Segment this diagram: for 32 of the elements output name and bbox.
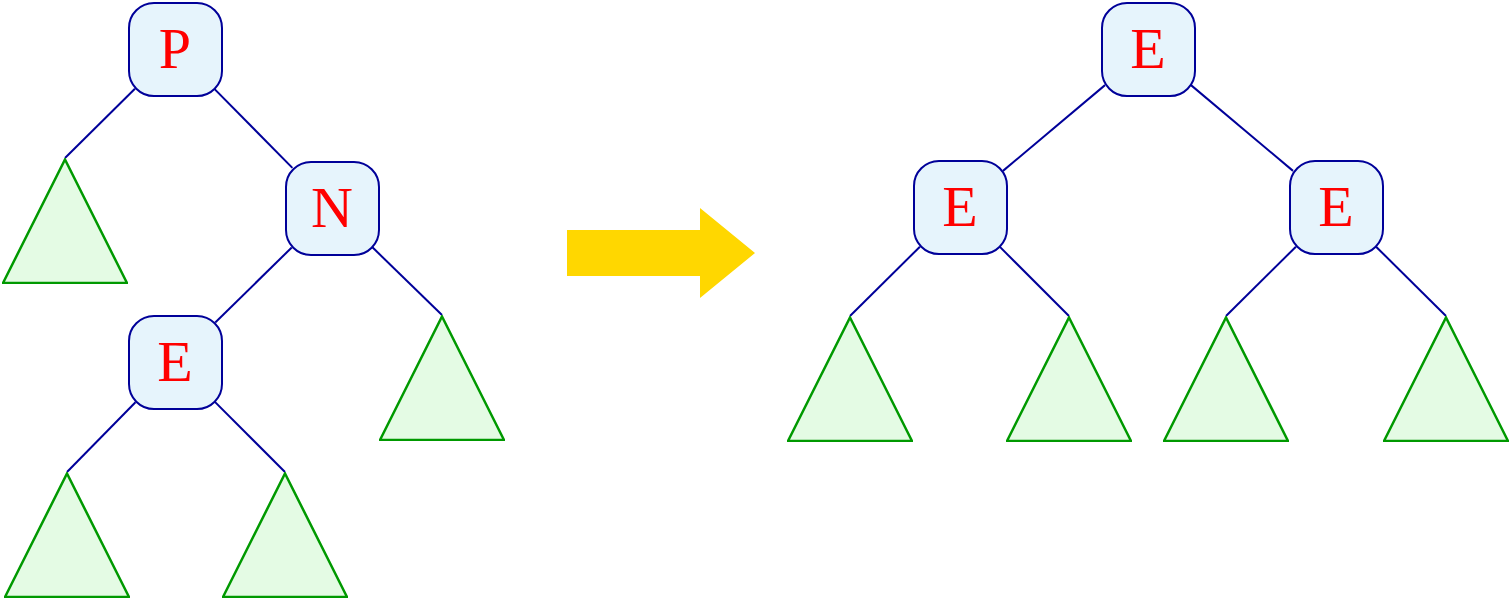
tree-edge [371, 246, 443, 316]
tree-edge [213, 400, 286, 473]
subtree-triangle [787, 316, 913, 442]
subtree-triangle [222, 472, 348, 598]
tree-node [127, 314, 223, 410]
tree-edge [1002, 84, 1106, 172]
subtree-triangle [1383, 316, 1509, 442]
tree-node [127, 1, 223, 97]
subtree-triangle [2, 158, 128, 284]
node-letter: E [1318, 178, 1354, 236]
subtree-triangle [1006, 316, 1132, 442]
tree-node [1100, 1, 1196, 97]
subtree-triangle [379, 315, 505, 441]
subtree-triangle [4, 472, 130, 598]
tree-edge [998, 245, 1070, 317]
tree-edge [64, 87, 136, 159]
tree-edge [1190, 84, 1294, 172]
node-letter: E [1130, 20, 1166, 78]
tree-edge [66, 401, 137, 473]
tree-edge [213, 88, 294, 169]
tree-node [284, 160, 380, 256]
node-letter: E [157, 333, 193, 391]
node-letter: P [158, 20, 192, 78]
tree-node [1288, 159, 1384, 255]
node-letter: E [942, 178, 978, 236]
tree-edge [849, 245, 921, 317]
tree-edge [1225, 245, 1297, 317]
tree-node [912, 159, 1008, 255]
tree-edge [1375, 245, 1447, 317]
tree-edge [214, 246, 293, 324]
node-letter: N [311, 179, 353, 237]
subtree-triangle [1163, 316, 1289, 442]
